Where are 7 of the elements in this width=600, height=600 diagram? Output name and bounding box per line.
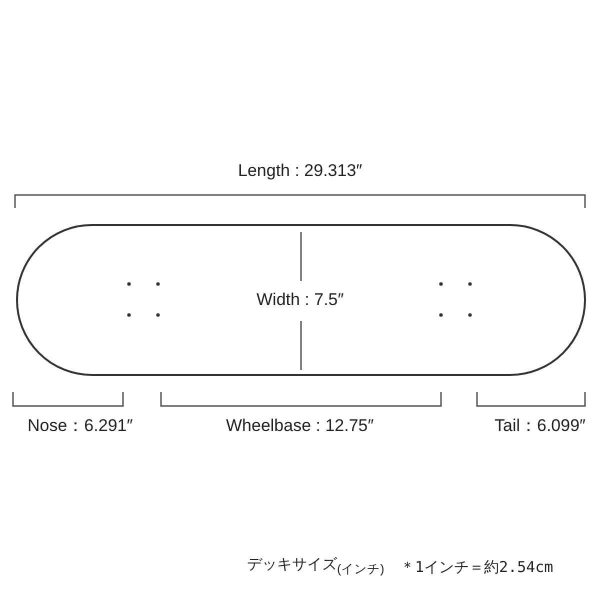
note-text: ＊1インチ＝約2.54cm bbox=[400, 557, 554, 577]
dimension-label: Length : 29.313″ bbox=[238, 161, 362, 181]
dimension-label: Tail：6.099″ bbox=[494, 416, 586, 436]
dimension-label: Nose：6.291″ bbox=[28, 416, 133, 436]
dimension-label: Width : 7.5″ bbox=[256, 290, 344, 310]
caption-text: デッキサイズ$_{(インチ)}$ bbox=[247, 555, 384, 578]
dimension-label: Wheelbase : 12.75″ bbox=[226, 416, 374, 436]
